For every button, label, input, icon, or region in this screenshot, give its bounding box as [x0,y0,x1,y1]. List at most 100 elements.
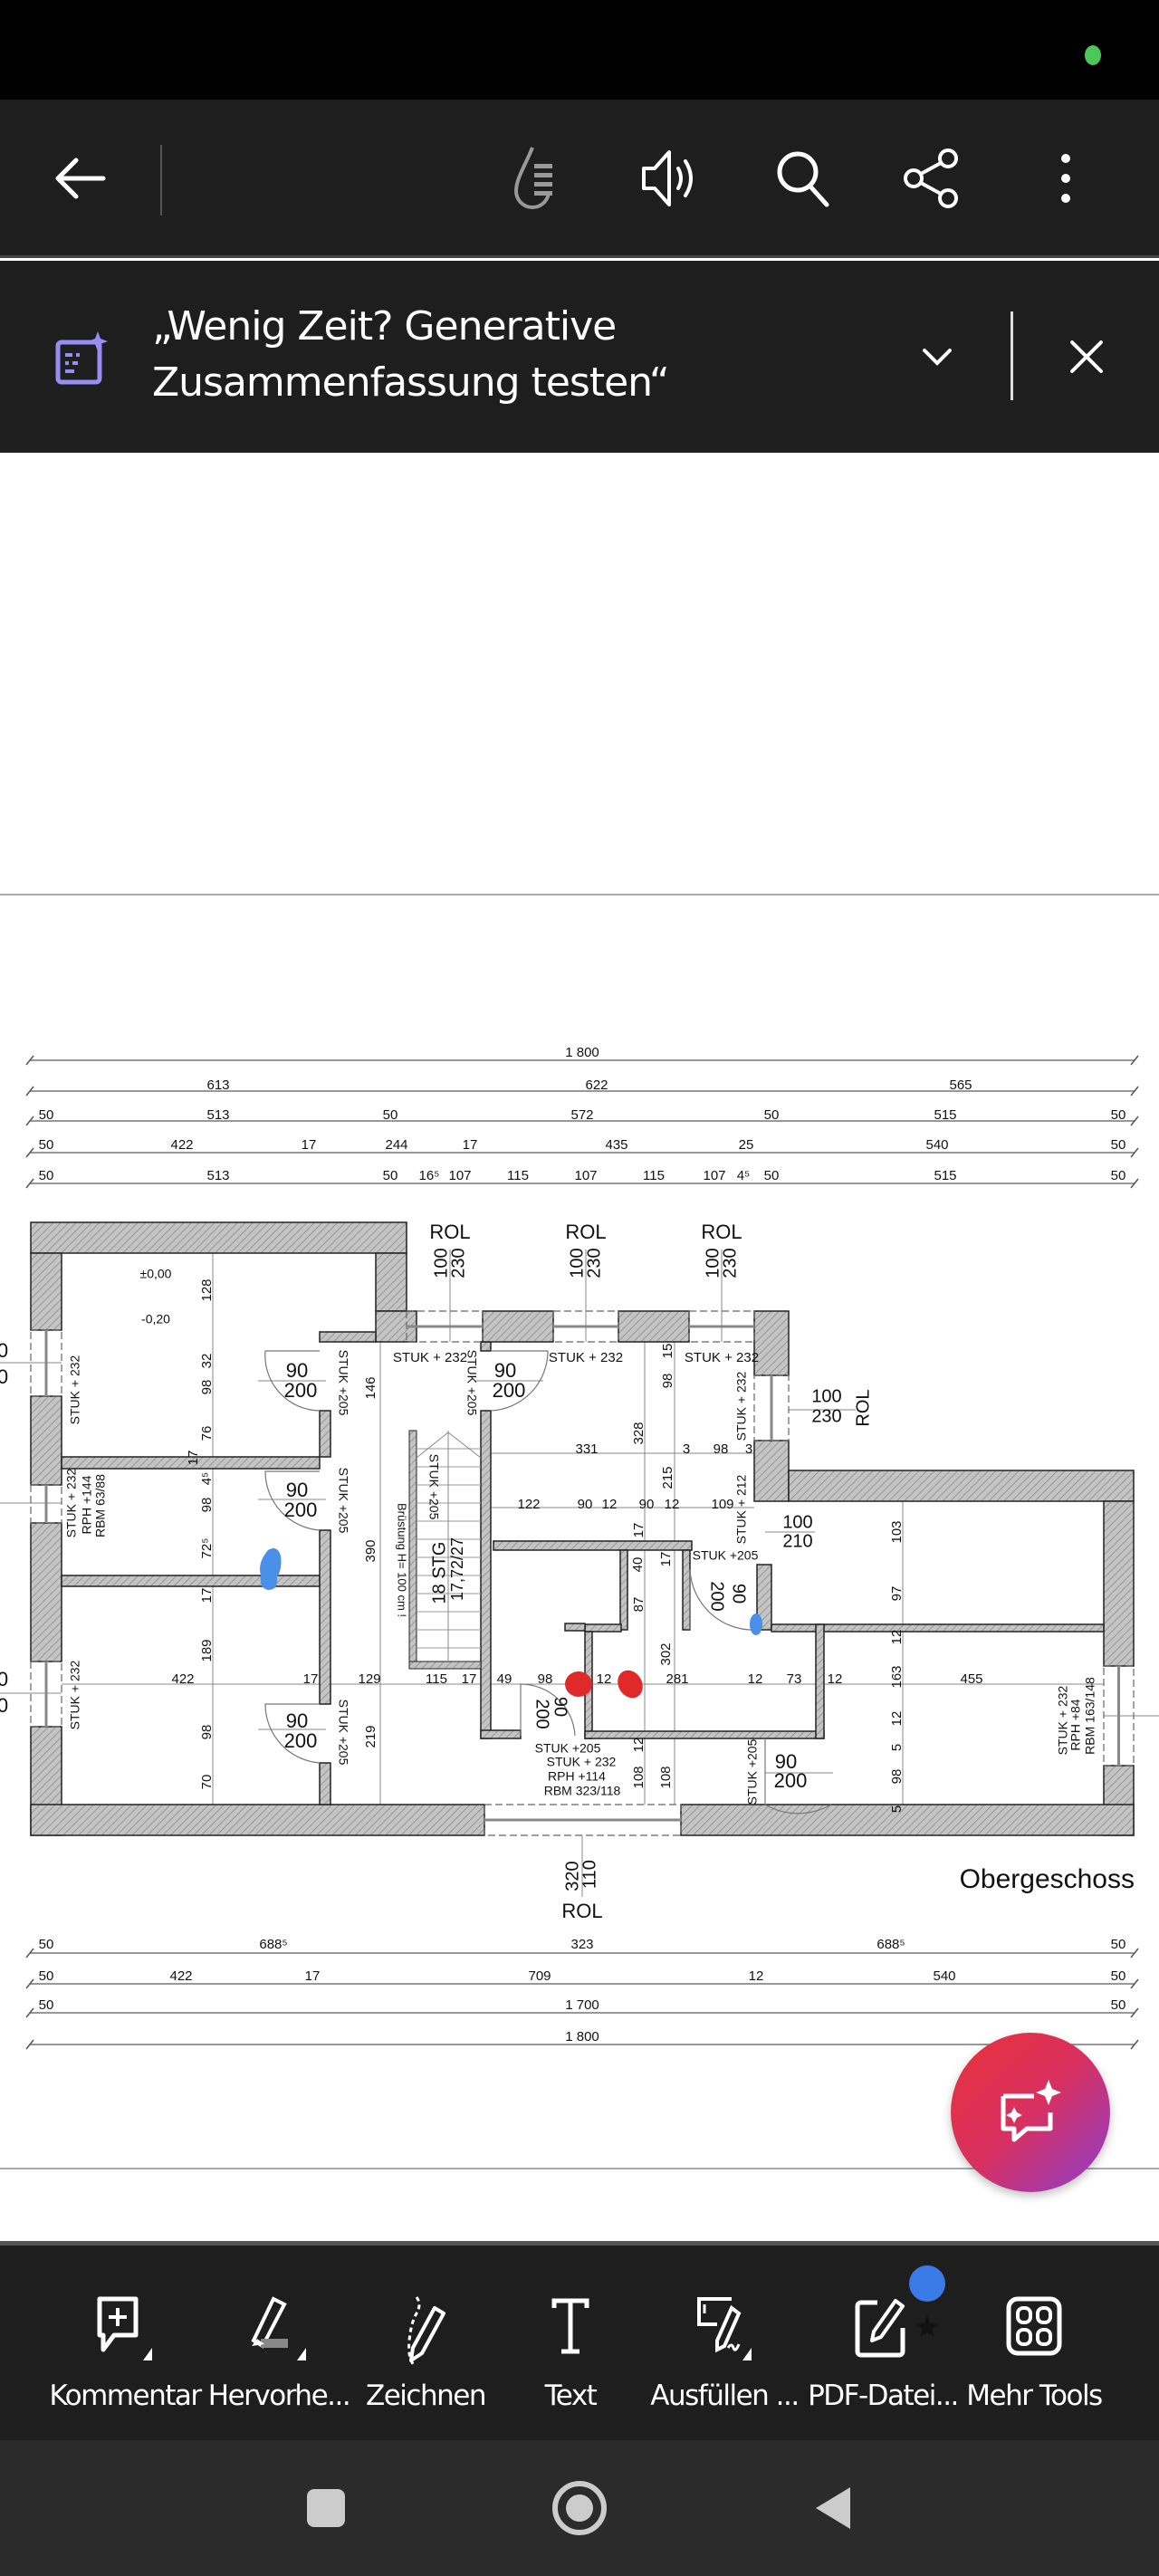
tool-edit-pdf[interactable]: PDF-Datei... [806,2246,960,2440]
dimension-tick [25,1948,34,1958]
plan-label: 108 [631,1766,647,1788]
plan-label: 98 [199,1725,215,1740]
plan-label: RBM 63/88 [93,1474,108,1537]
plan-label: 565 [949,1077,972,1093]
plan-label: 98 [660,1374,675,1389]
plan-label: 230 [720,1248,740,1278]
tool-draw[interactable]: Zeichnen [349,2246,503,2440]
plan-label: 328 [631,1422,647,1444]
plan-label: 17 [463,1137,478,1153]
plan-label: 455 [960,1671,982,1687]
plan-label: 17 [462,1671,477,1687]
plan-label: 540 [925,1137,948,1153]
share-icon [904,148,958,208]
wall [680,1804,1135,1836]
plan-label: 17 [186,1451,201,1466]
nav-home-button[interactable] [543,2472,616,2544]
plan-label: 76 [199,1426,215,1441]
plan-label: 422 [171,1671,194,1687]
plan-label: 98 [714,1441,729,1457]
tool-more-tools[interactable]: Mehr Tools [957,2246,1111,2440]
more-options-button[interactable] [1030,142,1102,215]
dimension-tick [25,2039,34,2050]
plan-label: 3 [745,1441,752,1457]
blue-ink-mark[interactable] [260,1548,282,1590]
red-ink-mark[interactable] [565,1671,592,1697]
plan-label: 50 [1111,1137,1126,1153]
ai-assistant-button[interactable] [951,2033,1110,2192]
plan-label: STUK +205 [336,1700,350,1766]
wall [619,1549,628,1631]
plan-label: 50 [39,1107,54,1123]
plan-label: Obergeschoss [960,1864,1135,1894]
tool-text[interactable]: Text [493,2246,647,2440]
plan-label: 16⁵ [419,1168,440,1183]
plan-label: STUK + 232 [393,1350,467,1365]
plan-label: 230 [448,1248,468,1278]
plan-label: 215 [660,1466,675,1489]
plan-label: 200 [493,1379,526,1402]
plan-label: 100 [782,1512,812,1532]
nav-back-button[interactable] [797,2472,869,2544]
plan-label: STUK + 232 [1056,1685,1070,1755]
wall [30,1522,62,1662]
plan-label: 122 [517,1497,540,1512]
windows [30,1310,1135,1836]
plan-label: 1 800 [565,1045,599,1060]
banner-text[interactable]: „Wenig Zeit? Generative Zusammenfassung … [152,299,670,411]
red-ink-mark[interactable] [613,1666,648,1703]
plan-label: 115 [643,1168,665,1183]
banner-text-line1: „Wenig Zeit? Generative [152,303,617,350]
plan-label: 50 [39,1168,54,1183]
plan-label: 12 [748,1671,763,1687]
plan-label: 90 [639,1497,655,1512]
draw-icon [407,2296,445,2368]
generative-summary-banner[interactable]: „Wenig Zeit? Generative Zusammenfassung … [0,261,1159,453]
tool-comment[interactable]: Kommentar [48,2246,202,2440]
tool-fill-sign[interactable]: Ausfüllen ... [647,2246,801,2440]
plan-label: 90 [494,1359,516,1382]
wall [319,1762,331,1805]
wall [319,1410,331,1458]
wall [584,1730,825,1739]
tool-label: Ausfüllen ... [650,2380,800,2412]
plan-label: 688⁵ [876,1937,905,1952]
plan-label: 200 [532,1699,552,1729]
dimension-tick [1130,1086,1139,1096]
markup-annotations[interactable] [260,1548,762,1702]
plan-label: 230 [811,1406,841,1426]
blue-ink-mark[interactable] [750,1614,762,1635]
plan-label: 98 [199,1498,215,1513]
plan-label: 17,72/27 [448,1537,466,1601]
plan-label: STUK + 232 [547,1755,617,1769]
search-button[interactable] [767,142,839,215]
tool-highlight[interactable]: Hervorhe... [202,2246,356,2440]
door-swing [490,1350,549,1412]
nav-recents-button[interactable] [290,2472,362,2544]
wall [319,1529,331,1705]
liquid-mode-button[interactable] [503,142,575,215]
plan-label: 323 [570,1937,593,1952]
plan-label: RPH +114 [548,1769,606,1784]
read-aloud-button[interactable] [634,142,706,215]
dimension-tick [1130,1978,1139,1989]
close-banner-button[interactable] [1050,321,1123,393]
back-button[interactable] [43,142,116,215]
plan-label: 90 [286,1479,308,1501]
share-button[interactable] [896,142,969,215]
plan-label: 50 [39,1937,54,1952]
expand-button[interactable] [901,321,973,393]
plan-label: STUK + 232 [685,1350,759,1365]
tool-label: PDF-Datei... [808,2380,959,2412]
plan-label: 230 [584,1248,604,1278]
plan-label: 17 [199,1588,215,1604]
plan-label: 0 [0,1668,8,1690]
plan-label: 18 STG [429,1542,449,1604]
plan-label: 3 [683,1441,690,1457]
dimension-tick [25,1086,34,1096]
door-swing [764,1738,832,1815]
plan-label: 331 [575,1441,598,1457]
plan-label: 1 700 [565,1997,599,2013]
